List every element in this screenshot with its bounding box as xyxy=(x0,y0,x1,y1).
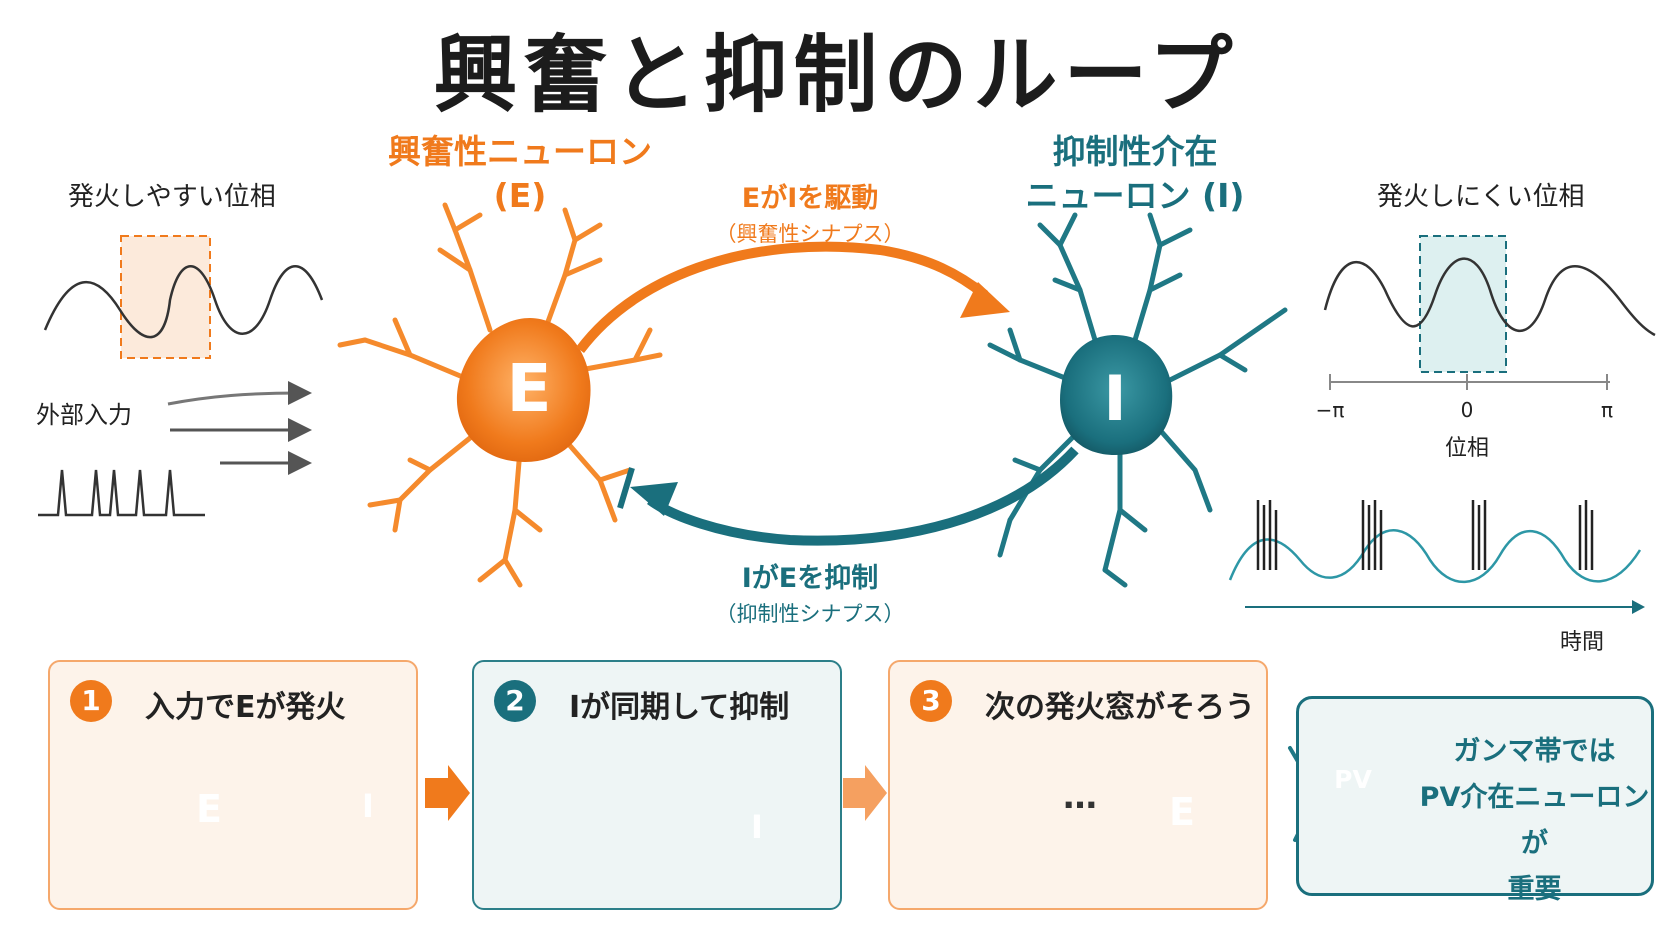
step2-i-letter: I xyxy=(751,808,763,846)
step2-number: 2 xyxy=(494,680,536,722)
step3-text: 次の発火窓がそろう xyxy=(985,690,1255,725)
step2-text: Iが同期して抑制 xyxy=(569,690,790,725)
right-phase-panel xyxy=(1228,235,1656,614)
inhibitory-soma xyxy=(1060,335,1173,455)
pv-text-line1: ガンマ帯では xyxy=(1453,736,1616,767)
step1-text: 入力でEが発火 xyxy=(145,690,346,725)
inhibitory-neuron xyxy=(987,212,1288,588)
drive-sublabel: （興奮性シナプス） xyxy=(715,222,905,246)
phase-axis-label: 位相 xyxy=(1444,436,1489,461)
axis-tick-minus-pi: −π xyxy=(1315,398,1345,422)
external-input-label: 外部入力 xyxy=(36,401,132,429)
pv-text-line2: PV介在ニューロンが xyxy=(1419,782,1650,859)
left-phase-title: 発火しやすい位相 xyxy=(68,182,276,212)
inhibitory-label: 抑制性介在 ニューロン (I) xyxy=(1010,130,1260,218)
step2-panel: 2 Iが同期して抑制 I xyxy=(472,660,842,910)
axis-tick-zero: 0 xyxy=(1460,398,1474,422)
inhibit-sublabel: （抑制性シナプス） xyxy=(715,602,905,626)
input-spike-train xyxy=(38,469,205,517)
pv-text-line3: 重要 xyxy=(1507,874,1562,905)
oscillation-wave xyxy=(43,265,324,339)
step1-panel: 1 入力でEが発火 E I xyxy=(48,660,418,910)
step-arrow-2 xyxy=(843,765,887,821)
favorable-phase-window xyxy=(120,235,211,359)
external-input-arrows xyxy=(167,381,312,475)
right-phase-title: 発火しにくい位相 xyxy=(1377,182,1585,212)
excitatory-label-line1: 興奮性ニューロン xyxy=(388,132,652,171)
step3-panel: 3 次の発火窓がそろう … E xyxy=(888,660,1268,910)
step1-e-letter: E xyxy=(196,787,222,831)
time-axis xyxy=(1245,600,1645,614)
inhibitory-feedback-arrow xyxy=(617,446,1079,546)
spike-bursts xyxy=(1256,500,1594,570)
axis-tick-pi: π xyxy=(1600,398,1614,422)
inhibitory-label-line1: 抑制性介在 xyxy=(1052,132,1218,171)
drive-label: EがIを駆動 xyxy=(741,183,879,214)
step-arrow-1 xyxy=(425,765,470,821)
phase-axis xyxy=(1329,374,1610,390)
population-oscillation xyxy=(1228,529,1642,584)
excitatory-neuron xyxy=(337,202,663,588)
step1-i-letter: I xyxy=(362,787,374,825)
pv-info-box: PV ガンマ帯では PV介在ニューロンが 重要 xyxy=(1296,696,1654,905)
inhibit-label: IがEを抑制 xyxy=(741,563,879,594)
step3-e-letter: E xyxy=(1169,790,1195,834)
excitatory-label-line2: (E) xyxy=(493,176,547,215)
excitatory-letter: E xyxy=(506,350,552,427)
left-phase-panel xyxy=(38,235,324,517)
inhibitory-letter: I xyxy=(1103,362,1127,435)
time-axis-label: 時間 xyxy=(1560,630,1605,655)
excitatory-label: 興奮性ニューロン (E) xyxy=(370,130,670,218)
excitatory-drive-arrow xyxy=(576,241,1010,354)
step3-number: 3 xyxy=(910,680,952,722)
inhibitory-label-line2: ニューロン (I) xyxy=(1025,176,1245,215)
excitatory-soma xyxy=(456,318,591,462)
pv-text: ガンマ帯では PV介在ニューロンが 重要 xyxy=(1417,729,1652,913)
step1-number: 1 xyxy=(70,680,112,722)
page-title: 興奮と抑制のループ xyxy=(433,26,1239,124)
phase-wave xyxy=(1323,257,1656,337)
step3-dots: … xyxy=(1063,777,1097,817)
pv-badge: PV xyxy=(1334,765,1372,794)
